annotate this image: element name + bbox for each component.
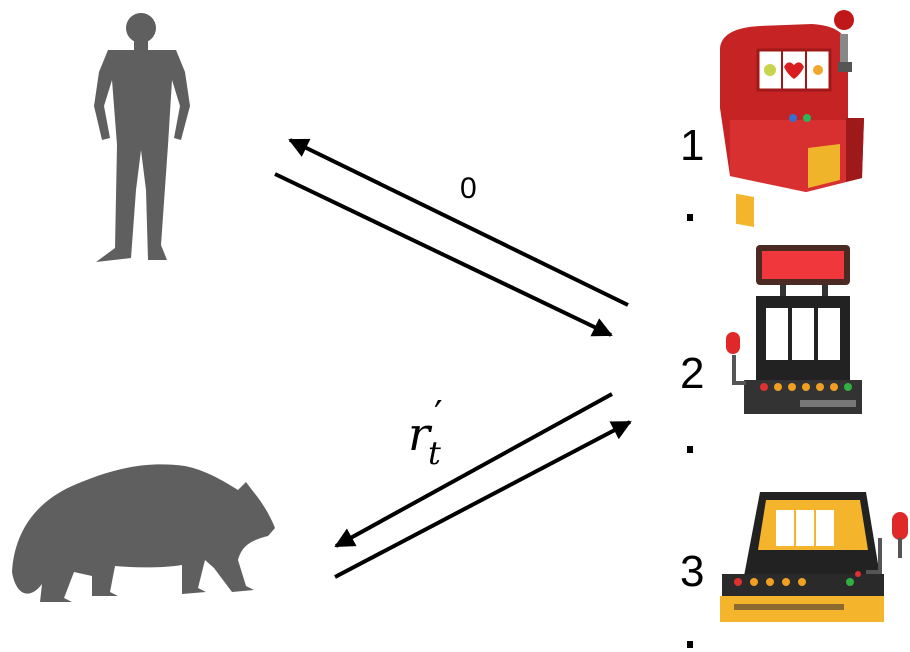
ellipsis-dot-2 [687, 446, 693, 453]
bear-to-machines-arrow [335, 422, 630, 577]
human-reward-label: 0 [460, 172, 477, 205]
machine-number-3: 3 [680, 547, 704, 596]
machines-to-human-arrow [290, 140, 628, 305]
bear-reward-subscript: t [428, 434, 441, 472]
machines-to-bear-arrow [336, 394, 612, 546]
red-slot-machine-icon [720, 10, 864, 227]
bear-silhouette-icon [12, 464, 275, 602]
ellipsis-dot-3 [687, 641, 693, 648]
machine-number-2: 2 [680, 349, 704, 398]
human-to-machines-arrow [275, 174, 611, 335]
bear-reward-prime: ′ [434, 393, 443, 437]
bear-reward-label: r ′ t [408, 393, 443, 472]
black-slot-machine-icon [726, 245, 862, 414]
ellipsis-dot-1 [687, 214, 693, 221]
person-silhouette-icon [94, 13, 190, 262]
yellow-slot-machine-icon [720, 492, 908, 622]
machine-number-1: 1 [680, 121, 704, 170]
